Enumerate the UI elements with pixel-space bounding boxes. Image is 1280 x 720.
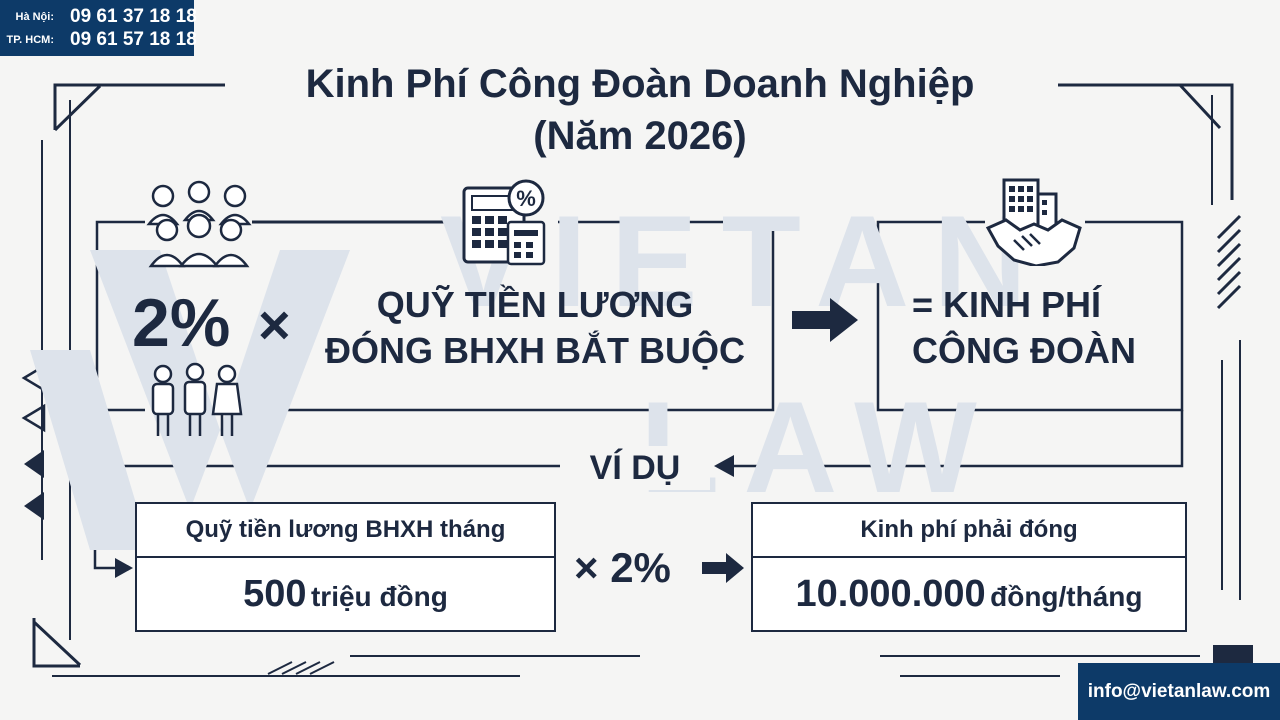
svg-text:%: % [516, 186, 536, 211]
example-label: VÍ DỤ [589, 449, 681, 487]
hcm-label: TP. HCM: [6, 34, 54, 46]
page-subtitle: (Năm 2026) [533, 114, 747, 158]
example-salary-number: 500 [243, 573, 307, 615]
formula-times: × [258, 293, 291, 356]
example-fee-box: Kinh phí phải đóng 10.000.000 đồng/tháng [751, 502, 1187, 632]
contact-email[interactable]: info@vietanlaw.com [1078, 663, 1280, 720]
hcm-phone[interactable]: 09 61 57 18 18 [70, 29, 197, 50]
formula-result-line2: CÔNG ĐOÀN [912, 330, 1136, 371]
example-salary-heading: Quỹ tiền lương BHXH tháng [137, 504, 554, 558]
hanoi-phone[interactable]: 09 61 37 18 18 [70, 6, 197, 27]
example-fee-unit: đồng/tháng [990, 581, 1143, 612]
example-salary-unit: triệu đồng [310, 581, 448, 612]
hanoi-label: Hà Nội: [15, 11, 55, 23]
formula-base-line2: ĐÓNG BHXH BẮT BUỘC [325, 330, 745, 371]
example-salary-box: Quỹ tiền lương BHXH tháng 500 triệu đồng [135, 502, 556, 632]
watermark-logo [30, 250, 350, 550]
right-arrow-icon [792, 298, 858, 342]
example-fee-number: 10.000.000 [795, 573, 986, 615]
example-fee-heading: Kinh phí phải đóng [753, 504, 1185, 558]
example-operator: × 2% [574, 544, 671, 591]
example-arrow-icon [702, 553, 744, 583]
page-title: Kinh Phí Công Đoàn Doanh Nghiệp [305, 62, 975, 106]
calculator-percent-icon: % [462, 179, 546, 266]
formula-result-line1: = KINH PHÍ [912, 284, 1102, 325]
formula-rate: 2% [132, 285, 231, 361]
formula-base-line1: QUỸ TIỀN LƯƠNG [376, 284, 694, 325]
workers-icon [151, 362, 243, 436]
people-group-icon [146, 180, 252, 268]
contact-phone-panel: Hà Nội: 09 61 37 18 18 TP. HCM: 09 61 57… [0, 0, 197, 56]
building-handshake-icon [985, 178, 1082, 266]
